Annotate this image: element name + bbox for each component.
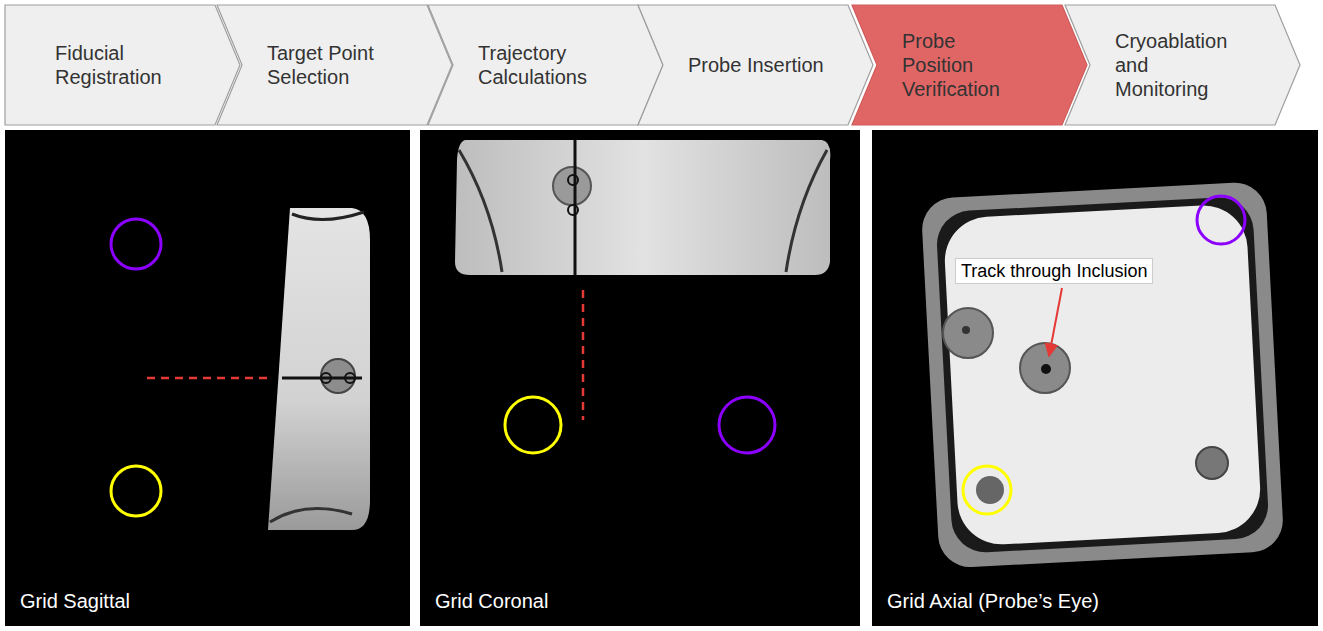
track-void [568, 175, 578, 185]
fiducial-marker [111, 466, 161, 516]
inclusion [1020, 343, 1070, 393]
step-label: Target Point Selection [267, 41, 407, 89]
process-step-chevron: Probe Position Verification [852, 5, 1087, 125]
step-label: Fiducial Registration [55, 41, 195, 89]
panel-label: Grid Axial (Probe’s Eye) [887, 589, 1099, 613]
step-text-box: Trajectory Calculations [478, 5, 618, 125]
step-label: Trajectory Calculations [478, 41, 618, 89]
track-void [568, 205, 578, 215]
step-label: Probe Position Verification [902, 29, 1027, 101]
trajectory-line [582, 290, 585, 420]
image-panel: Grid Axial (Probe’s Eye) Track through In… [872, 130, 1318, 626]
step-text-box: Fiducial Registration [55, 5, 195, 125]
callout-text: Track through Inclusion [961, 261, 1147, 281]
step-label: Cryoablation and Monitoring [1115, 29, 1245, 101]
step-text-box: Cryoablation and Monitoring [1115, 5, 1245, 125]
process-step-chevron: Trajectory Calculations [428, 5, 663, 125]
edge-artifact [270, 509, 352, 522]
track-void [345, 373, 355, 383]
step-label: Probe Insertion [688, 53, 828, 77]
panel-label: Grid Sagittal [20, 589, 130, 613]
image-panel [5, 130, 410, 626]
edge-artifact [292, 212, 364, 220]
chevron-outline [5, 5, 240, 125]
edge-artifact [459, 150, 502, 272]
callout-tag: Track through Inclusion [955, 258, 1153, 284]
chevron-shape [1065, 5, 1300, 125]
image-panel [420, 130, 860, 626]
inclusion [943, 308, 993, 358]
step-text-box: Target Point Selection [267, 5, 407, 125]
process-step-chevron: Fiducial Registration [5, 5, 240, 125]
fiducial-marker [719, 397, 775, 453]
phantom-ring [935, 196, 1269, 554]
fiducial-marker [111, 219, 161, 269]
inclusion [553, 167, 591, 205]
chevron-shape [852, 5, 1087, 125]
chevron-outline [217, 5, 452, 125]
edge-artifact [786, 150, 827, 272]
chevron-outline [428, 5, 663, 125]
chevron-shape [217, 5, 452, 125]
fiducial-marker [963, 466, 1011, 514]
inclusion [321, 359, 355, 393]
probe-track [1041, 364, 1051, 374]
probe-track [574, 140, 577, 275]
fiducial-marker [1197, 196, 1245, 244]
step-text-box: Probe Insertion [688, 5, 828, 125]
chevron-shape [5, 5, 240, 125]
leader-arrow [1049, 288, 1062, 356]
fiducial-spot [1196, 447, 1228, 479]
chevron-shape [638, 5, 873, 125]
track-void [321, 373, 331, 383]
trajectory-line [147, 377, 270, 380]
image-panel: Grid Sagittal [5, 130, 410, 626]
fiducial-spot [976, 476, 1004, 504]
image-panel: Grid Coronal [420, 130, 860, 626]
panel-label: Grid Coronal [435, 589, 548, 613]
phantom-axial [921, 181, 1285, 569]
process-step-chevron: Target Point Selection [217, 5, 452, 125]
chevron-shape [428, 5, 663, 125]
step-text-box: Probe Position Verification [902, 5, 1027, 125]
phantom-housing [921, 181, 1285, 569]
phantom-slab [268, 208, 370, 530]
fiducial-marker [505, 397, 561, 453]
phantom-gel [943, 203, 1263, 546]
chevron-outline [1065, 5, 1300, 125]
process-step-chevron: Probe Insertion [638, 5, 873, 125]
phantom-slab [455, 140, 830, 275]
inclusion-core [962, 326, 970, 334]
image-panel [872, 130, 1318, 626]
process-step-chevron: Cryoablation and Monitoring [1065, 5, 1300, 125]
